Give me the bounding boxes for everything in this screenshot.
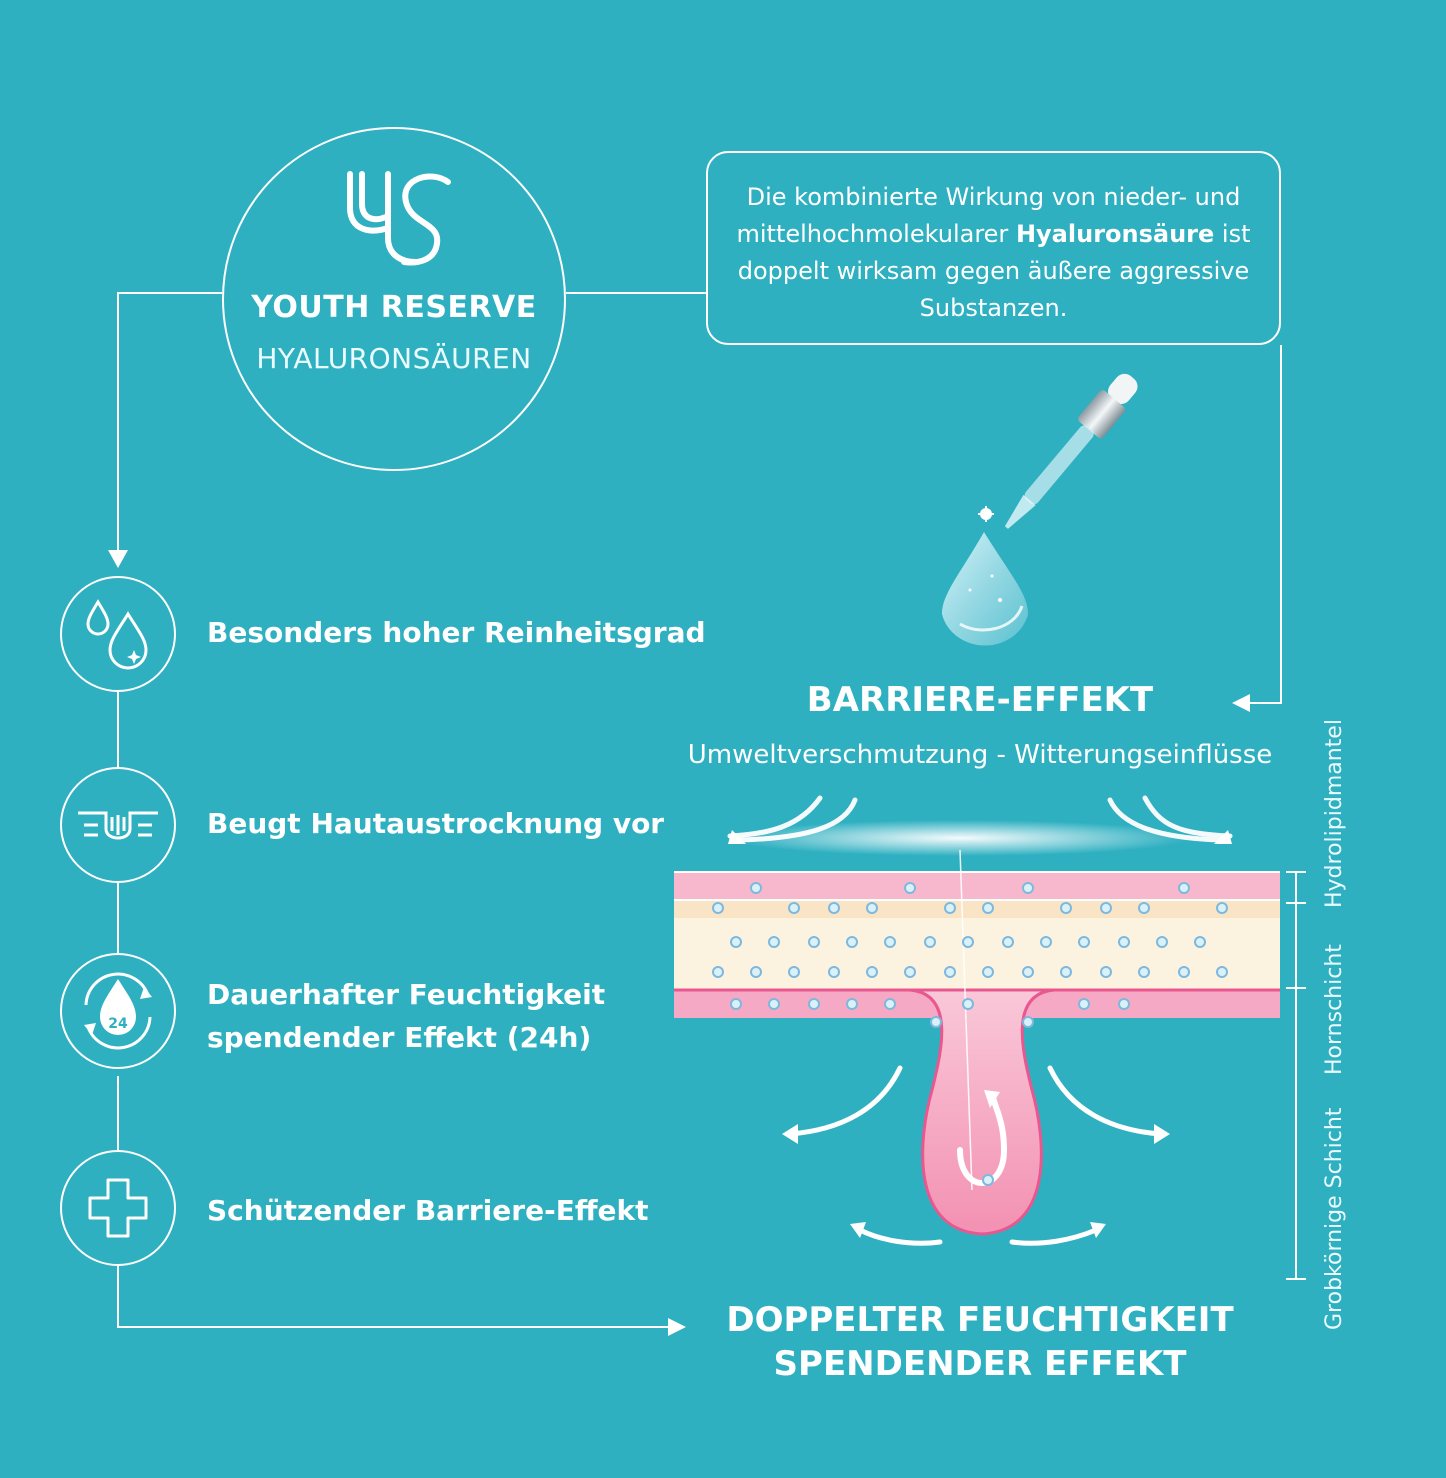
barrier-title: BARRIERE-EFFEKT — [806, 680, 1154, 720]
info-text-end: ist doppelt wirksam gegen äußere aggress… — [737, 220, 1251, 322]
result-line-2: SPENDENDER EFFEKT — [773, 1344, 1187, 1384]
info-text-start: Die kombinierte Wirkung von nieder- und … — [736, 183, 1241, 248]
barrier-subtitle: Umweltverschmutzung - Witterungseinflüss… — [687, 740, 1273, 770]
feature-label-purity: Besonders hoher Reinheitsgrad — [207, 616, 706, 649]
brand-circle — [222, 127, 566, 471]
skin-moisture-icon — [78, 811, 158, 840]
ys-monogram-icon — [347, 171, 451, 266]
result-title: DOPPELTER FEUCHTIGKEIT SPENDENDER EFFEKT — [700, 1298, 1260, 1386]
feature-circle-moisture — [60, 767, 176, 883]
cross-shield-icon — [88, 1178, 148, 1238]
feature-circle-24h: 24 — [60, 953, 176, 1069]
brand-title: YOUTH RESERVE — [251, 290, 537, 325]
result-line-1: DOPPELTER FEUCHTIGKEIT — [726, 1300, 1234, 1340]
layer-label-hornschicht: Hornschicht — [1322, 944, 1347, 1075]
badge-24: 24 — [108, 1016, 128, 1032]
feature-circle-barrier — [60, 1150, 176, 1266]
info-box: Die kombinierte Wirkung von nieder- und … — [706, 151, 1281, 345]
info-text-bold: Hyaluronsäure — [1015, 220, 1215, 248]
layer-label-hydrolipid: Hydrolipidmantel — [1322, 719, 1347, 908]
feature-circle-purity — [60, 576, 176, 692]
dropper-icon — [942, 373, 1138, 646]
layer-label-granular: Grobkörnige Schicht — [1322, 1107, 1347, 1330]
brand-subtitle: HYALURONSÄUREN — [256, 342, 532, 375]
feature-label-hydration-2: spendender Effekt (24h) — [207, 1021, 592, 1054]
water-drops-icon — [86, 599, 148, 670]
skin-layers-diagram — [674, 795, 1280, 1246]
feature-label-hydration-1: Dauerhafter Feuchtigkeit — [207, 978, 606, 1011]
feature-label-dryness: Beugt Hautaustrocknung vor — [207, 807, 665, 840]
24h-drop-icon — [84, 972, 152, 1050]
feature-label-barrier: Schützender Barriere-Effekt — [207, 1194, 649, 1227]
